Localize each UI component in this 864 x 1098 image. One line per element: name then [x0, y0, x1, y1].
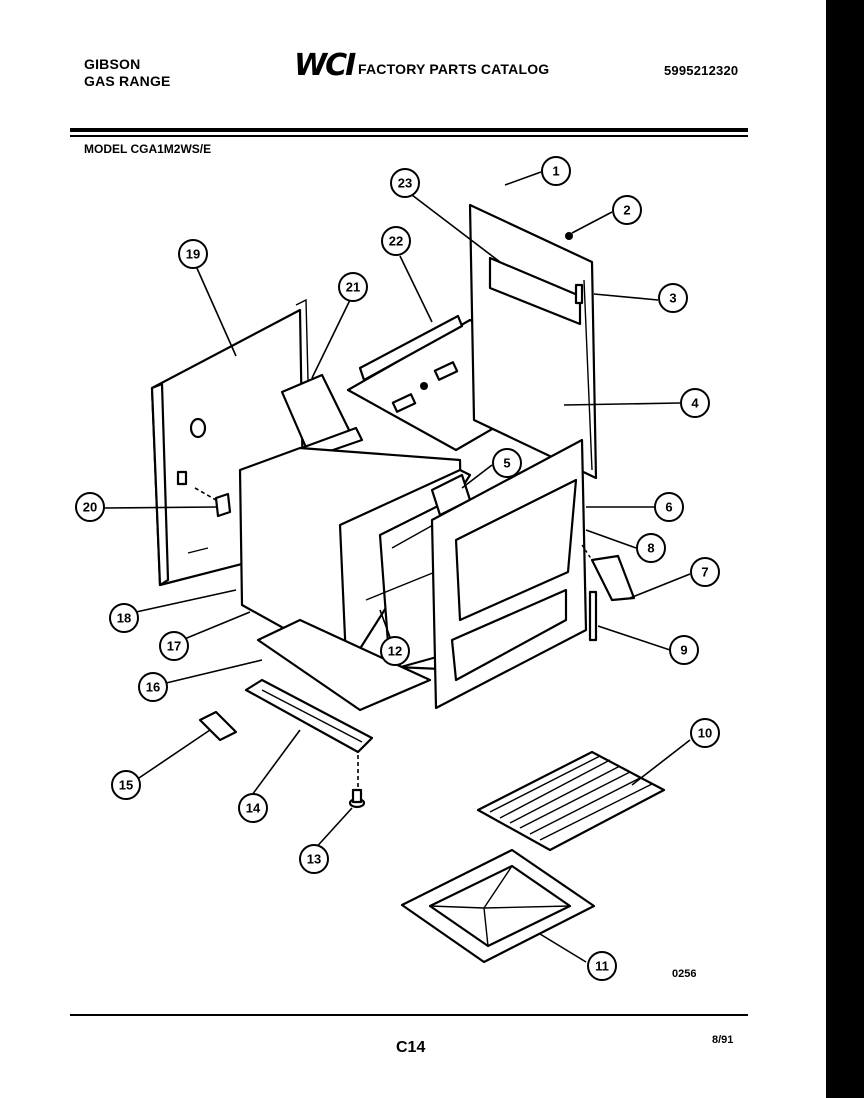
catalog-number: 5995212320 — [664, 63, 739, 78]
callout-14: 14 — [238, 793, 268, 823]
page-code: C14 — [396, 1039, 426, 1056]
callout-15: 15 — [111, 770, 141, 800]
svg-text:9: 9 — [680, 643, 687, 658]
catalog-title: FACTORY PARTS CATALOG — [358, 61, 550, 77]
svg-text:15: 15 — [119, 778, 133, 793]
svg-text:2: 2 — [623, 203, 630, 218]
leveler-part — [348, 755, 366, 809]
callout-23: 23 — [390, 168, 420, 198]
svg-text:7: 7 — [701, 565, 708, 580]
svg-text:18: 18 — [117, 611, 131, 626]
callout-13: 13 — [299, 844, 329, 874]
drawing-code: 0256 — [672, 968, 697, 980]
svg-text:22: 22 — [389, 234, 403, 249]
wci-logo: WCI — [294, 48, 356, 83]
callout-5: 5 — [492, 448, 522, 478]
vent-duct-part — [280, 373, 364, 462]
svg-text:4: 4 — [691, 396, 699, 411]
svg-text:17: 17 — [167, 639, 181, 654]
callout-6: 6 — [654, 492, 684, 522]
svg-text:6: 6 — [665, 500, 672, 515]
callout-3: 3 — [658, 283, 688, 313]
kick-panel-part — [244, 678, 374, 754]
back-panel-part — [468, 203, 598, 480]
revision-date: 8/91 — [712, 1034, 734, 1046]
oven-door-part — [430, 438, 588, 710]
callout-11: 11 — [587, 951, 617, 981]
callout-1: 1 — [541, 156, 571, 186]
svg-text:23: 23 — [398, 176, 412, 191]
header-rule-thick — [70, 128, 748, 132]
svg-text:8: 8 — [647, 541, 654, 556]
header-rule-thin — [70, 135, 748, 137]
callout-9: 9 — [669, 635, 699, 665]
callout-18: 18 — [109, 603, 139, 633]
footer-rule — [70, 1014, 748, 1016]
callout-16: 16 — [138, 672, 168, 702]
svg-text:19: 19 — [186, 247, 200, 262]
callout-2: 2 — [612, 195, 642, 225]
callout-10: 10 — [690, 718, 720, 748]
broiler-pan-part — [400, 848, 596, 964]
manufacturer-label: GIBSON — [84, 56, 141, 72]
svg-text:10: 10 — [698, 726, 712, 741]
product-type-label: GAS RANGE — [84, 73, 171, 89]
svg-text:20: 20 — [83, 500, 97, 515]
callout-20: 20 — [75, 492, 105, 522]
svg-text:21: 21 — [346, 280, 360, 295]
clip-part — [198, 710, 238, 742]
callout-12: 12 — [380, 636, 410, 666]
callout-4: 4 — [680, 388, 710, 418]
model-line: MODEL CGA1M2WS/E — [84, 142, 212, 156]
svg-text:1: 1 — [552, 164, 559, 179]
scan-edge-border — [826, 0, 864, 1098]
svg-text:13: 13 — [307, 852, 321, 867]
callout-8: 8 — [636, 533, 666, 563]
svg-text:11: 11 — [595, 959, 609, 974]
svg-text:3: 3 — [669, 291, 676, 306]
callout-21: 21 — [338, 272, 368, 302]
callout-19: 19 — [178, 239, 208, 269]
callout-22: 22 — [381, 226, 411, 256]
bracket-part — [194, 487, 232, 518]
callout-7: 7 — [690, 557, 720, 587]
hinge-part — [581, 544, 636, 642]
svg-text:14: 14 — [246, 801, 261, 816]
svg-text:16: 16 — [146, 680, 160, 695]
callout-17: 17 — [159, 631, 189, 661]
svg-text:12: 12 — [388, 644, 402, 659]
oven-rack-part — [476, 750, 666, 852]
svg-text:5: 5 — [503, 456, 510, 471]
leader-lines — [103, 171, 691, 963]
